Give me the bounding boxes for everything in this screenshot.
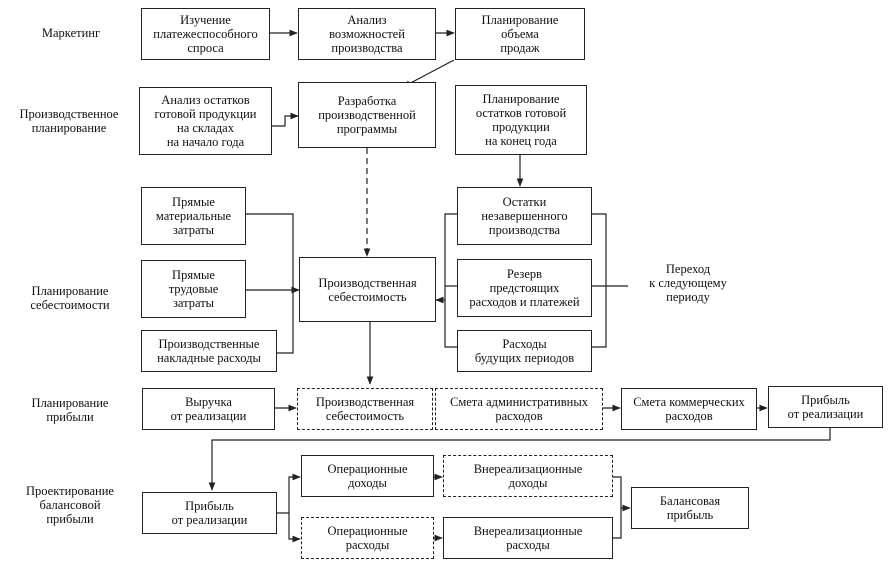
box-direct-material: Прямые материальные затраты bbox=[141, 187, 246, 245]
box-commercial-budget: Смета коммерческих расходов bbox=[621, 388, 757, 430]
box-production-program: Разработка производственной программы bbox=[298, 82, 436, 148]
connector bbox=[444, 213, 457, 348]
box-overhead: Производственные накладные расходы bbox=[141, 330, 277, 372]
section-cost-planning: Планирование себестоимости bbox=[30, 284, 110, 312]
box-direct-labor: Прямые трудовые затраты bbox=[141, 260, 246, 318]
connector bbox=[288, 513, 301, 543]
box-production-capacity: Анализ возможностей производства bbox=[298, 8, 436, 60]
connector bbox=[208, 428, 831, 491]
transition-note: Переход к следующему периоду bbox=[649, 262, 727, 304]
connector bbox=[277, 473, 301, 514]
box-production-cost: Производственная себестоимость bbox=[299, 257, 436, 322]
box-operating-income: Операционные доходы bbox=[301, 455, 434, 497]
section-marketing: Маркетинг bbox=[41, 26, 101, 40]
section-production-planning: Производственное планирование bbox=[19, 107, 119, 135]
box-stock-end: Планирование остатков готовой продукции … bbox=[455, 85, 587, 155]
connector bbox=[613, 476, 622, 539]
box-nonoperating-income: Внереализационные доходы bbox=[443, 455, 613, 497]
box-production-cost-2: Производственная себестоимость bbox=[297, 388, 433, 430]
connector bbox=[246, 213, 294, 354]
box-demand-study: Изучение платежеспособного спроса bbox=[141, 8, 270, 60]
box-sales-planning: Планирование объема продаж bbox=[455, 8, 585, 60]
box-stock-start: Анализ остатков готовой продукции на скл… bbox=[139, 87, 272, 155]
box-sales-profit-2: Прибыль от реализации bbox=[142, 492, 277, 534]
box-wip: Остатки незавершенного производства bbox=[457, 187, 592, 245]
box-admin-budget: Смета административных расходов bbox=[435, 388, 603, 430]
section-balance-profit-design: Проектирование балансовой прибыли bbox=[25, 484, 114, 526]
box-future-expenses: Расходы будущих периодов bbox=[457, 330, 592, 372]
box-revenue: Выручка от реализации bbox=[142, 388, 275, 430]
box-balance-profit: Балансовая прибыль bbox=[631, 487, 749, 529]
box-reserve: Резерв предстоящих расходов и платежей bbox=[457, 259, 592, 317]
box-operating-expenses: Операционные расходы bbox=[301, 517, 434, 559]
connector bbox=[272, 112, 299, 127]
section-profit-planning: Планирование прибыли bbox=[31, 396, 109, 424]
box-nonoperating-expenses: Внереализационные расходы bbox=[443, 517, 613, 559]
connector bbox=[592, 213, 607, 348]
box-sales-profit: Прибыль от реализации bbox=[768, 386, 883, 428]
